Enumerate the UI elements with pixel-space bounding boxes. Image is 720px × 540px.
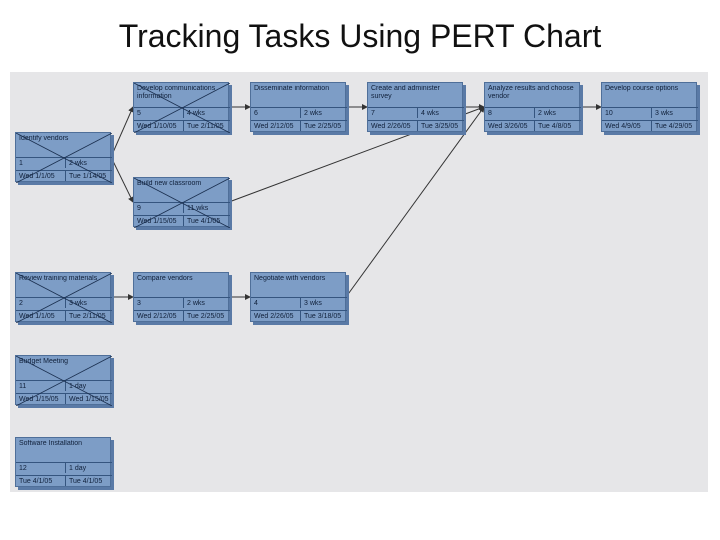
task-name: Identify vendors (19, 135, 69, 142)
task-finish: Wed 1/15/05 (66, 393, 112, 404)
task-finish: Tue 2/11/05 (184, 120, 230, 131)
task-name: Budget Meeting (19, 358, 69, 365)
task-duration: 3 wks (652, 107, 698, 118)
completed-x-mark (134, 178, 230, 228)
task-id: 5 (134, 107, 184, 118)
task-id: 1 (16, 157, 66, 168)
task-name: Compare vendors (137, 275, 193, 282)
task-name: Build new classroom (137, 180, 202, 187)
task-start: Tue 4/1/05 (16, 475, 66, 486)
task-name: Software Installation (19, 440, 83, 447)
task-id: 4 (251, 297, 301, 308)
task-id: 7 (368, 107, 418, 118)
task-duration: 3 wks (301, 297, 347, 308)
task-duration: 4 wks (418, 107, 464, 118)
task-start: Wed 2/26/05 (251, 310, 301, 321)
task-finish: Tue 2/25/05 (301, 120, 347, 131)
task-start: Wed 1/10/05 (134, 120, 184, 131)
task-id: 6 (251, 107, 301, 118)
task-id: 3 (134, 297, 184, 308)
task-duration: 1 day (66, 462, 112, 473)
completed-x-mark (16, 133, 112, 183)
dependency-arrows (110, 104, 602, 300)
task-finish: Tue 4/29/05 (652, 120, 698, 131)
task-finish: Tue 2/11/05 (66, 310, 112, 321)
task-start: Wed 1/1/05 (16, 310, 66, 321)
completed-x-mark (16, 356, 112, 406)
dependency-arrow-t4-t8 (345, 106, 485, 298)
task-finish: Tue 4/8/05 (535, 120, 581, 131)
task-start: Wed 3/26/05 (485, 120, 535, 131)
task-duration: 4 wks (184, 107, 230, 118)
task-duration: 2 wks (66, 157, 112, 168)
task-id: 9 (134, 202, 184, 213)
dependency-arrow-t1-t5 (110, 106, 134, 158)
task-name: Review training materials (19, 275, 98, 282)
task-id: 2 (16, 297, 66, 308)
task-name: Develop course options (605, 85, 679, 92)
task-finish: Tue 3/18/05 (301, 310, 347, 321)
task-finish: Tue 4/1/05 (66, 475, 112, 486)
task-duration: 2 wks (301, 107, 347, 118)
task-finish: Tue 3/25/05 (418, 120, 464, 131)
task-id: 10 (602, 107, 652, 118)
task-duration: 1 day (66, 380, 112, 391)
task-duration: 3 wks (66, 297, 112, 308)
task-duration: 2 wks (535, 107, 581, 118)
task-duration: 11 wks (184, 202, 230, 213)
task-start: Wed 1/1/05 (16, 170, 66, 181)
task-start: Wed 2/26/05 (368, 120, 418, 131)
task-name: Disseminate information (254, 85, 330, 92)
task-id: 11 (16, 380, 66, 391)
task-start: Wed 2/12/05 (251, 120, 301, 131)
task-name: Develop communications information (137, 85, 216, 100)
task-start: Wed 4/9/05 (602, 120, 652, 131)
slide-title: Tracking Tasks Using PERT Chart (118, 18, 602, 54)
task-name: Negotiate with vendors (254, 275, 326, 282)
task-finish: Tue 2/25/05 (184, 310, 230, 321)
dependency-arrow-t1-t9 (110, 156, 134, 203)
task-id: 8 (485, 107, 535, 118)
task-name: Create and administer survey (371, 85, 440, 100)
completed-x-mark (134, 83, 230, 133)
task-start: Wed 2/12/05 (134, 310, 184, 321)
task-id: 12 (16, 462, 66, 473)
task-duration: 2 wks (184, 297, 230, 308)
task-start: Wed 1/15/05 (16, 393, 66, 404)
task-finish: Tue 1/14/05 (66, 170, 112, 181)
task-name: Analyze results and choose vendor (488, 85, 574, 100)
task-start: Wed 1/15/05 (134, 215, 184, 226)
completed-x-mark (16, 273, 112, 323)
task-finish: Tue 4/1/05 (184, 215, 230, 226)
